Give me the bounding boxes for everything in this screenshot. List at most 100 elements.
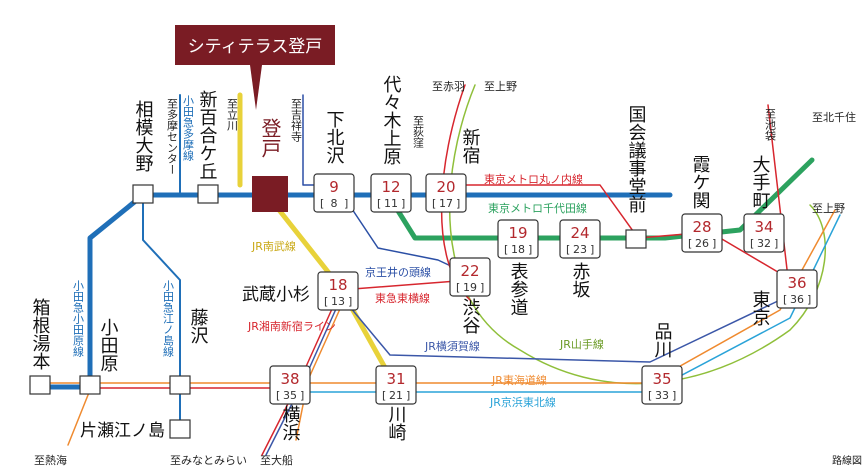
tokyu-toyoko-line [339,279,471,291]
min-akasaka: 24 [570,224,589,242]
station-boxes [29,173,818,439]
bracket-r-13: ] [672,389,676,402]
min-yoyogi-uehara: 12 [381,178,400,196]
bracket-l-2: [ [377,197,381,210]
label-toyoko: 東急東横線 [375,291,430,305]
alt-shimokitazawa: 8 [331,197,338,210]
name-omotesando: 表参道 [508,262,529,316]
station-box-shinagawa [641,365,683,405]
station-box-musashikosugi [317,271,359,311]
bracket-r-7: ] [774,237,778,250]
bracket-l-5: [ [566,243,570,256]
tokaido-line [39,209,836,384]
bracket-l-11: [ [276,389,280,402]
alt-yoyogi-uehara: 11 [384,197,398,210]
station-box-otemachi [743,213,785,253]
min-omotesando: 19 [508,224,527,242]
station-box-fujisawa [169,375,191,395]
name-tokyo: 東京 [750,290,771,327]
min-shinjuku: 20 [436,178,455,196]
name-kokkai: 国会議事堂前 [626,105,647,213]
keihin-tohoku-line [289,214,841,393]
alt-shibuya: 19 [463,281,477,294]
station-box-akasaka [559,219,601,259]
name-akasaka: 赤坂 [570,262,591,298]
station-box-shimokitazawa [313,173,355,213]
odakyu-enoshima-line [142,195,181,431]
label-tokaido: JR東海道線 [491,373,547,387]
min-tokyo: 36 [787,274,806,292]
chiyoda-line [387,157,815,241]
bracket-l-8: [ [783,293,787,306]
direction-labels: 至赤羽 至上野 至北千住 至上野 至熱海 至みなとみらい 至大船 路線図 [34,80,862,467]
label-chiyoda: 東京メトロ千代田線 [488,201,587,215]
station-minutes: 9 12 20 19 24 28 34 36 22 18 38 31 35 [280,178,806,388]
station-box-odawara [79,375,101,395]
line-labels: 東京メトロ丸ノ内線 東京メトロ千代田線 京王井の頭線 東急東横線 JR南武線 J… [247,172,604,409]
station-box-shibuya [449,257,491,297]
min-kasumigaseki: 28 [692,218,711,236]
station-box-kasumigaseki [681,213,723,253]
name-yokohama: 横浜 [280,405,301,441]
min-otemachi: 34 [754,218,773,236]
name-shinyurigaoka: 新百合ケ丘 [197,90,218,180]
bracket-r-11: ] [300,389,304,402]
min-shinagawa: 35 [652,370,671,388]
label-odakyu-tama: 小田急多摩線 [182,95,195,161]
dir-minatomirai: 至みなとみらい [170,454,247,467]
alt-otemachi: 32 [757,237,771,250]
dir-ikebukuro: 至池袋 [764,108,777,141]
name-sagamiono: 相模大野 [133,100,154,172]
label-nambu: JR南武線 [251,239,296,253]
alt-akasaka: 23 [573,243,587,256]
bracket-r-6: ] [712,237,716,250]
property-callout: シティテラス登戸 [175,25,335,212]
alt-musashikosugi: 13 [331,295,345,308]
dir-atami: 至熱海 [34,453,67,467]
bracket-l-10: [ [324,295,328,308]
label-odakyu-enoshima: 小田急江ノ島線 [162,280,175,357]
station-box-sagamiono [132,184,154,204]
min-kawasaki: 31 [386,370,405,388]
station-box-shinjuku [425,173,467,213]
bracket-r-4: ] [528,243,532,256]
dir-ueno-top: 至上野 [484,80,517,93]
atami-branch [67,389,91,446]
bracket-r-5: ] [590,243,594,256]
name-kawasaki: 川崎 [386,405,407,441]
bracket-r-12: ] [406,389,410,402]
station-box-yoyogi-uehara [370,173,412,213]
station-box-kokkai [625,229,647,249]
station-box-shinyurigaoka [197,184,219,204]
dir-ogikubo: 至荻窪 [412,115,425,148]
station-box-hakoneyumoto [29,375,51,395]
property-name-box [175,25,335,65]
name-otemachi: 大手町 [750,155,771,209]
bracket-r-2: ] [401,197,405,210]
bracket-l-4: [ [504,243,508,256]
bracket-l-6: [ [688,237,692,250]
name-hakoneyumoto: 箱根湯本 [30,298,51,370]
marunouchi-line [441,104,789,279]
dir-kichijoji: 至吉祥寺 [290,98,303,142]
dir-tachikawa: 至立川 [226,98,239,131]
min-musashikosugi: 18 [328,276,347,294]
alt-omotesando: 18 [511,243,525,256]
dir-akabane: 至赤羽 [432,80,465,93]
min-yokohama: 38 [280,370,299,388]
label-yamanote: JR山手線 [559,337,604,351]
alt-tokyo: 36 [790,293,804,306]
bracket-r-10: ] [348,295,352,308]
yokosuka-line [339,294,781,363]
bracket-l-12: [ [382,389,386,402]
name-yoyogi-uehara: 代々木上原 [381,75,402,165]
alt-kasumigaseki: 26 [695,237,709,250]
dir-tama-center: 至多摩センター [166,98,179,175]
keio-inokashira-line [302,94,471,276]
name-kasumigaseki: 霞ケ関 [690,155,711,209]
label-shonan: JR湘南新宿ライン [247,319,336,333]
name-shibuya: 渋谷 [460,298,481,334]
label-inokashira: 京王井の頭線 [365,265,431,279]
name-shinjuku: 新宿 [460,128,481,164]
